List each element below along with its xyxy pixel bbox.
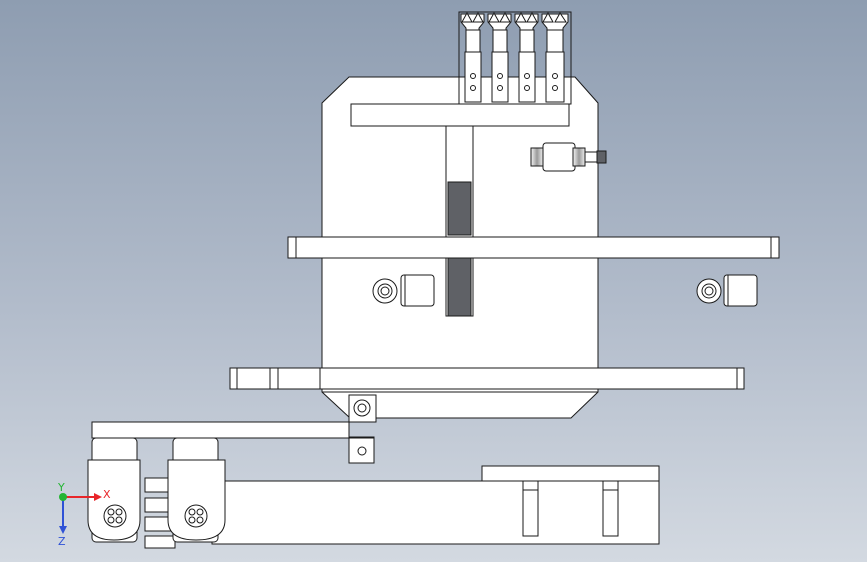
coordinate-triad: X Y Z (57, 481, 111, 548)
gripper-finger-right[interactable] (167, 437, 226, 543)
clip-housing (458, 11, 572, 105)
clip-block-3[interactable] (514, 11, 539, 103)
gripper-finger-left[interactable] (87, 437, 141, 543)
lower-crossbar[interactable] (229, 367, 745, 390)
x-axis-label: X (103, 488, 111, 501)
z-axis-label: Z (58, 535, 66, 548)
vertical-rail[interactable] (445, 125, 474, 317)
base-plate[interactable] (211, 465, 660, 545)
gripper-arm[interactable] (91, 421, 375, 439)
clip-block-1[interactable] (460, 11, 485, 103)
top-bar[interactable] (350, 103, 570, 127)
air-fitting-left[interactable] (372, 274, 435, 307)
middle-crossbar[interactable] (287, 236, 780, 259)
clip-block-2[interactable] (487, 11, 512, 103)
clip-block-4[interactable] (541, 11, 569, 103)
y-axis-label: Y (57, 481, 65, 494)
air-fitting-right[interactable] (696, 274, 758, 307)
z-axis-arrow (59, 526, 67, 534)
x-axis-arrow (94, 493, 102, 501)
hinge-bracket[interactable] (348, 394, 377, 464)
y-axis-dot (59, 493, 67, 501)
air-fitting-top[interactable] (530, 142, 607, 172)
